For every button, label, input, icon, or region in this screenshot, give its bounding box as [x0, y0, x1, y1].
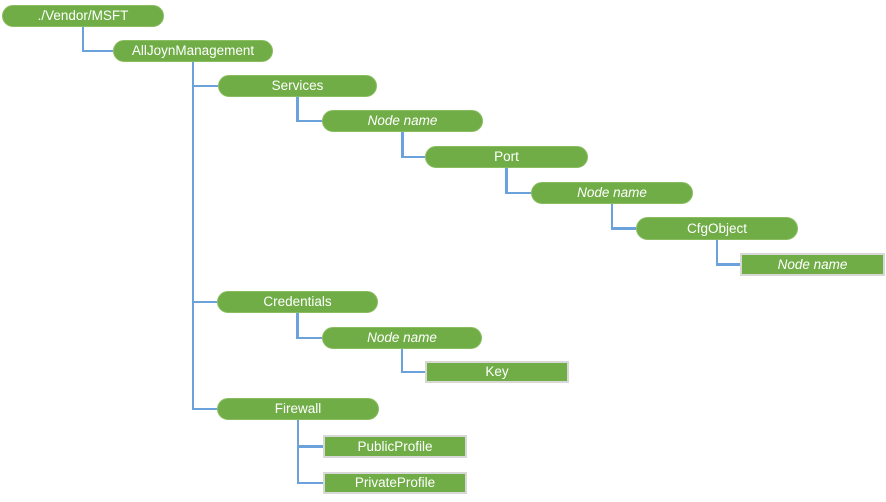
tree-node-services: Services	[218, 75, 377, 97]
connector-cfgobject-node-name-vertical	[715, 240, 719, 266]
tree-node-alljoyn-management: AllJoynManagement	[113, 40, 273, 62]
connector-port-vertical	[401, 132, 404, 159]
tree-node-cfgobject: CfgObject	[636, 217, 798, 240]
connector-cfgobject-vertical	[610, 204, 614, 230]
tree-node-credentials: Credentials	[217, 291, 378, 313]
connector-public-profile-horizontal	[296, 445, 323, 448]
connector-services-node-name-vertical	[296, 97, 299, 123]
connector-private-profile-horizontal	[296, 481, 323, 485]
connector-key-vertical	[400, 349, 404, 374]
connector-alljoyn-management-vertical	[81, 27, 85, 53]
connector-firewall-vertical	[191, 62, 195, 411]
connector-credentials-node-name-horizontal	[296, 336, 322, 340]
tree-node-port-node-name: Node name	[531, 182, 693, 204]
tree-node-port: Port	[425, 146, 588, 168]
tree-node-credentials-node-name: Node name	[322, 327, 482, 349]
connector-cfgobject-horizontal	[610, 227, 636, 230]
connector-port-node-name-vertical	[505, 168, 508, 195]
connector-port-node-name-horizontal	[505, 191, 531, 195]
connector-private-profile-vertical	[296, 420, 300, 485]
tree-node-key: Key	[425, 361, 569, 383]
connector-cfgobject-node-name-horizontal	[715, 263, 740, 266]
tree-node-cfgobject-node-name: Node name	[740, 253, 885, 276]
tree-node-private-profile: PrivateProfile	[323, 472, 467, 494]
connector-firewall-horizontal	[191, 407, 217, 411]
connector-alljoyn-management-horizontal	[81, 49, 113, 53]
connector-key-horizontal	[400, 370, 425, 374]
tree-node-services-node-name: Node name	[322, 110, 483, 132]
connector-services-node-name-horizontal	[296, 119, 322, 123]
connector-port-horizontal	[401, 155, 425, 159]
connector-credentials-node-name-vertical	[296, 313, 299, 340]
tree-node-vendor-msft: ./Vendor/MSFT	[2, 5, 164, 27]
connector-services-horizontal	[191, 84, 218, 88]
tree-node-public-profile: PublicProfile	[323, 435, 467, 458]
connector-credentials-horizontal	[191, 300, 217, 304]
tree-node-firewall: Firewall	[217, 398, 379, 420]
